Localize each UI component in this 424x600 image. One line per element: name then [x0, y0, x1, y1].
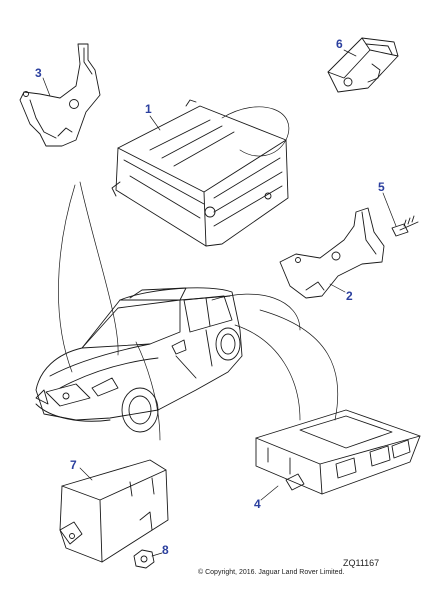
- control-module: [255, 409, 421, 495]
- callout-4: 4: [254, 497, 261, 511]
- diagram-reference-code: ZQ11167: [343, 558, 380, 568]
- callout-7: 7: [70, 458, 77, 472]
- radio-module: [111, 99, 289, 247]
- relation-curves: [58, 106, 339, 441]
- callout-2: 2: [346, 289, 353, 303]
- callout-1: 1: [145, 102, 152, 116]
- antenna-receiver: [327, 37, 399, 93]
- upper-mounting-bracket: [19, 43, 101, 147]
- callout-8: 8: [162, 543, 169, 557]
- callout-5: 5: [378, 180, 385, 194]
- radio-mounting-bracket: [279, 207, 385, 299]
- nut: [133, 549, 155, 569]
- bolt: [391, 215, 419, 237]
- callout-leaders: [42, 49, 397, 557]
- car-illustration: [35, 287, 243, 433]
- module-housing: [59, 459, 169, 563]
- callout-3: 3: [35, 66, 42, 80]
- copyright-notice: © Copyright, 2016. Jaguar Land Rover Lim…: [198, 569, 345, 576]
- callout-6: 6: [336, 37, 343, 51]
